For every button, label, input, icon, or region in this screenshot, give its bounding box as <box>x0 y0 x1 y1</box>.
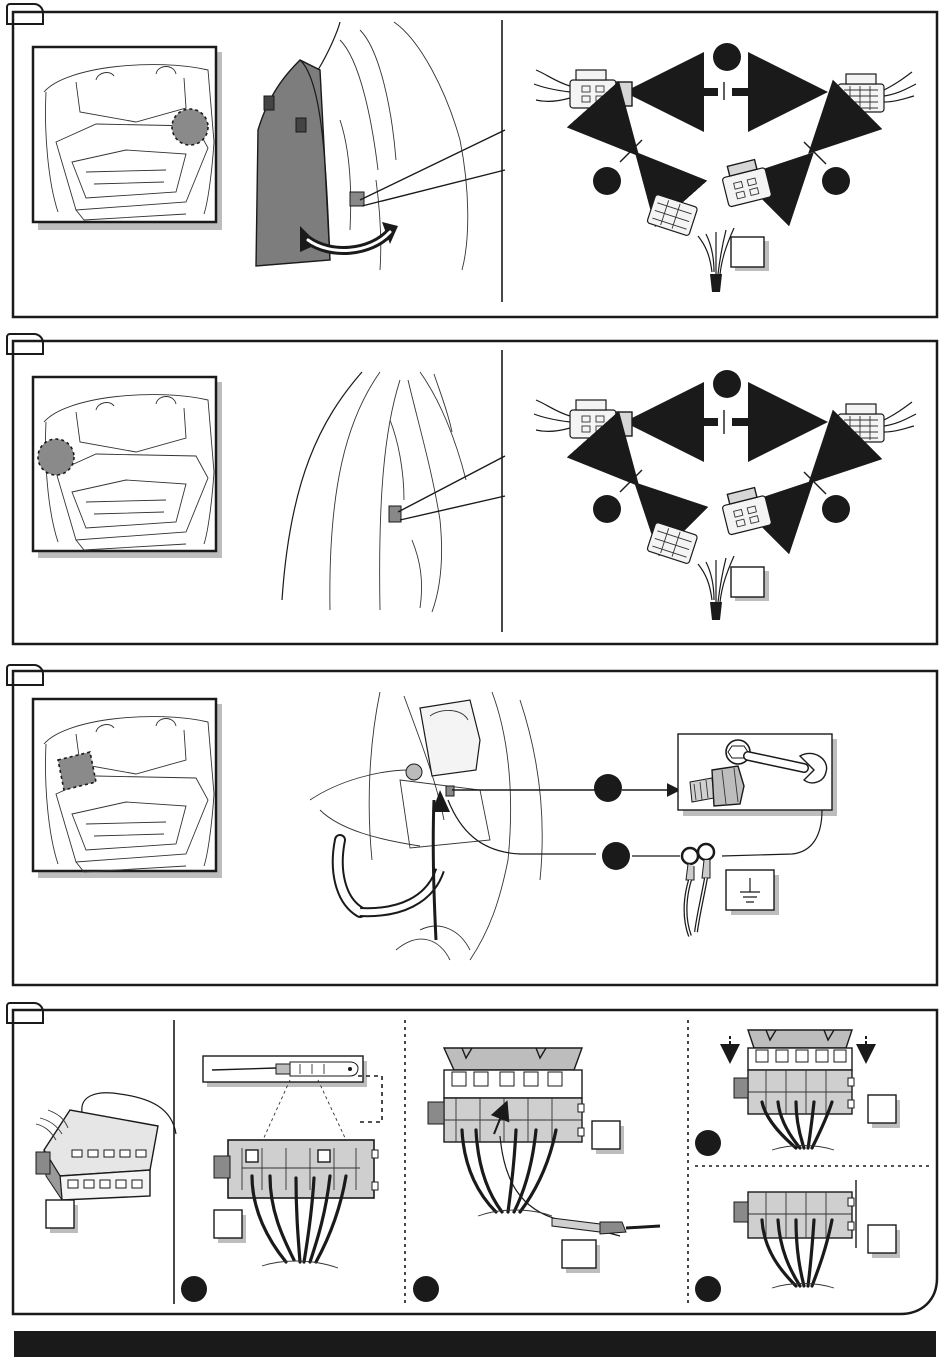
callout-box <box>731 567 764 597</box>
panel-1 <box>13 12 937 317</box>
ground-point-illustration <box>310 692 542 960</box>
location-highlight <box>38 439 74 475</box>
callout-box <box>562 1240 596 1268</box>
step-marker <box>593 495 621 523</box>
step-marker <box>822 495 850 523</box>
step-marker <box>602 842 630 870</box>
step-marker <box>413 1276 439 1302</box>
connector-schematic-2 <box>534 370 916 620</box>
connector-housing-illustration <box>36 1093 176 1233</box>
connector-icon <box>838 402 916 442</box>
callout-box <box>46 1200 74 1228</box>
door-hinge-illustration <box>256 22 505 270</box>
step-marker <box>695 1130 721 1156</box>
callout-box <box>868 1225 896 1253</box>
assembled-connector <box>695 1180 900 1302</box>
step-marker <box>713 43 741 71</box>
car-trunk-icon <box>33 699 216 871</box>
terminal-pin <box>552 1218 600 1232</box>
connector-icon <box>534 70 632 108</box>
connector-icon <box>534 400 632 438</box>
connector-schematic-1 <box>534 43 916 292</box>
trunk-side-illustration <box>282 372 505 612</box>
panel-4 <box>13 1010 937 1314</box>
connector-icon <box>647 158 772 292</box>
ring-terminal-icon <box>682 844 714 936</box>
lock-step <box>695 1030 900 1156</box>
callout-box <box>214 1210 242 1238</box>
ground-connection-schematic <box>448 734 837 936</box>
terminal-insert-step <box>413 1048 660 1302</box>
connector-icon <box>838 72 916 112</box>
callout-box <box>592 1121 620 1149</box>
panel-3 <box>13 671 937 985</box>
location-highlight <box>172 109 208 145</box>
callout-box <box>731 237 764 267</box>
callout-box <box>868 1095 896 1123</box>
footer-bar <box>14 1331 936 1357</box>
step-marker <box>822 167 850 195</box>
step-marker <box>713 370 741 398</box>
connector-location <box>389 506 401 522</box>
panel-2 <box>13 341 937 644</box>
step-marker <box>594 774 622 802</box>
step-marker <box>695 1276 721 1302</box>
step-marker <box>593 167 621 195</box>
step-marker <box>181 1276 207 1302</box>
terminal-release-step <box>181 1056 382 1302</box>
